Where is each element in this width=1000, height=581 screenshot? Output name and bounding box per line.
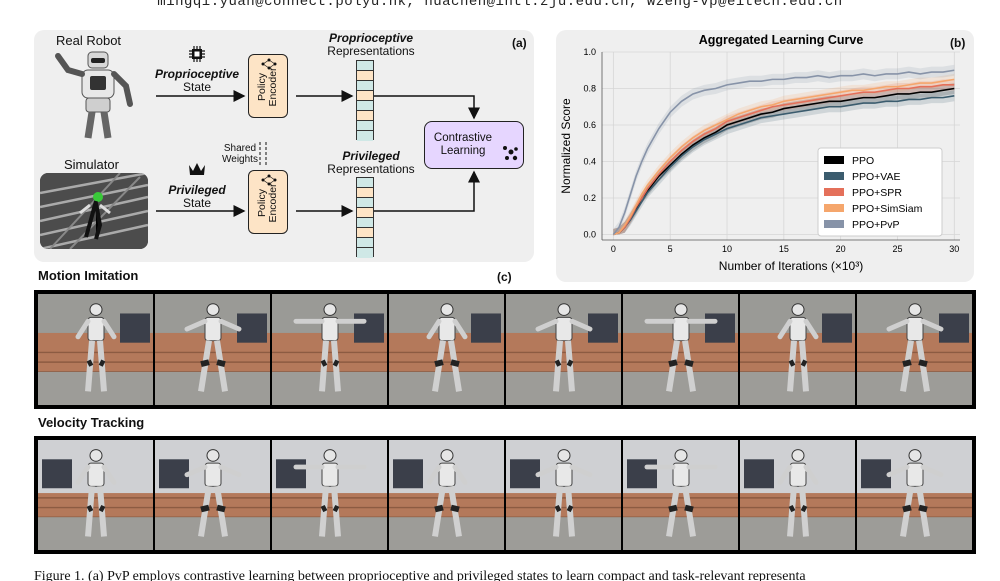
legend-swatch: [824, 188, 844, 196]
video-frame: [740, 440, 855, 550]
video-frame: [389, 294, 504, 405]
series-line: [613, 78, 955, 236]
figure-caption: Figure 1. (a) PvP employs contrastive le…: [34, 569, 806, 581]
video-frame: [389, 440, 504, 550]
video-frame: [623, 440, 738, 550]
y-axis-label: Normalized Score: [559, 98, 573, 194]
legend-label: PPO+VAE: [852, 171, 901, 183]
video-frame: [155, 294, 270, 405]
representation-cell: [357, 61, 373, 71]
author-emails: mingqi.yuan@connect.polyu.hk, huachen@in…: [157, 0, 843, 10]
video-frame: [272, 294, 387, 405]
representation-cell: [357, 101, 373, 111]
representation-cell: [357, 248, 373, 258]
y-tick-label: 0.6: [583, 120, 596, 130]
representation-cell: [357, 131, 373, 141]
representation-cell: [357, 238, 373, 248]
representation-cell: [357, 81, 373, 91]
y-tick-label: 1.0: [583, 47, 596, 57]
x-tick-label: 5: [668, 244, 673, 254]
video-frame: [506, 440, 621, 550]
velocity-tracking-frames: [34, 436, 976, 554]
learning-curve-chart: 0.0 0.2 0.4 0.6 0.8 1.0 0 5 10 15 20 25 30 Aggregated…: [559, 33, 960, 273]
crown-icon: [189, 163, 205, 175]
diagram-arrows: [156, 90, 480, 217]
video-frame: [506, 294, 621, 405]
video-frame: [857, 294, 972, 405]
legend-swatch: [824, 204, 844, 212]
series-band: [613, 90, 955, 235]
representation-cell: [357, 111, 373, 121]
representation-cell: [357, 228, 373, 238]
real-robot-image: [55, 51, 133, 139]
cluster-icon: [503, 146, 518, 161]
legend-label: PPO+SimSiam: [852, 203, 923, 215]
network-icon: [261, 174, 277, 186]
video-frame: [623, 294, 738, 405]
video-frame: [38, 294, 153, 405]
representation-cell: [357, 71, 373, 81]
video-frame: [740, 294, 855, 405]
y-tick-label: 0.0: [583, 230, 596, 240]
legend-label: PPO: [852, 155, 874, 167]
x-tick-label: 0: [611, 244, 616, 254]
chip-icon: [189, 46, 205, 62]
video-frame: [155, 440, 270, 550]
velocity-tracking-title: Velocity Tracking: [38, 415, 145, 430]
learning-curve-panel: (b) 0.0 0.2 0.4 0.6 0.8 1.0 0 5 10 15 20 25 30 Aggreg…: [556, 30, 974, 282]
x-tick-label: 30: [949, 244, 959, 254]
series-band: [613, 73, 955, 235]
series-line: [613, 95, 955, 236]
legend-label: PPO+PvP: [852, 219, 900, 231]
panel-c-letter: (c): [497, 270, 512, 284]
representation-cell: [357, 91, 373, 101]
y-tick-label: 0.2: [583, 193, 596, 203]
chart-title: Aggregated Learning Curve: [699, 33, 864, 47]
representation-cell: [357, 121, 373, 131]
series-line: [612, 69, 955, 236]
video-frame: [857, 440, 972, 550]
y-tick-label: 0.4: [583, 157, 596, 167]
x-tick-label: 10: [722, 244, 732, 254]
legend-swatch: [824, 172, 844, 180]
real-robot-label: Real Robot: [56, 33, 122, 48]
panel-b-letter: (b): [950, 36, 966, 50]
representation-cell: [357, 208, 373, 218]
video-frame: [272, 440, 387, 550]
representation-cell: [357, 188, 373, 198]
x-tick-label: 15: [779, 244, 789, 254]
simulator-label: Simulator: [64, 157, 119, 172]
representation-cell: [357, 178, 373, 188]
legend-label: PPO+SPR: [852, 187, 902, 199]
simulator-image: [40, 173, 148, 249]
x-tick-label: 20: [836, 244, 846, 254]
panel-a-letter: (a): [512, 36, 527, 50]
legend-swatch: [824, 156, 844, 164]
y-tick-label: 0.8: [583, 84, 596, 94]
legend-box: [817, 147, 943, 237]
video-frame: [38, 440, 153, 550]
motion-imitation-frames: [34, 290, 976, 409]
representation-cell: [357, 198, 373, 208]
legend-swatch: [824, 220, 844, 228]
proprioceptive-representation-vector: [356, 60, 374, 141]
representation-cell: [357, 218, 373, 228]
x-axis-label: Number of Iterations (×10³): [719, 259, 863, 273]
motion-imitation-title: Motion Imitation: [38, 268, 139, 283]
series-line: [613, 84, 955, 236]
x-tick-label: 25: [892, 244, 902, 254]
privileged-representation-vector: [356, 177, 374, 258]
network-icon: [261, 58, 277, 70]
